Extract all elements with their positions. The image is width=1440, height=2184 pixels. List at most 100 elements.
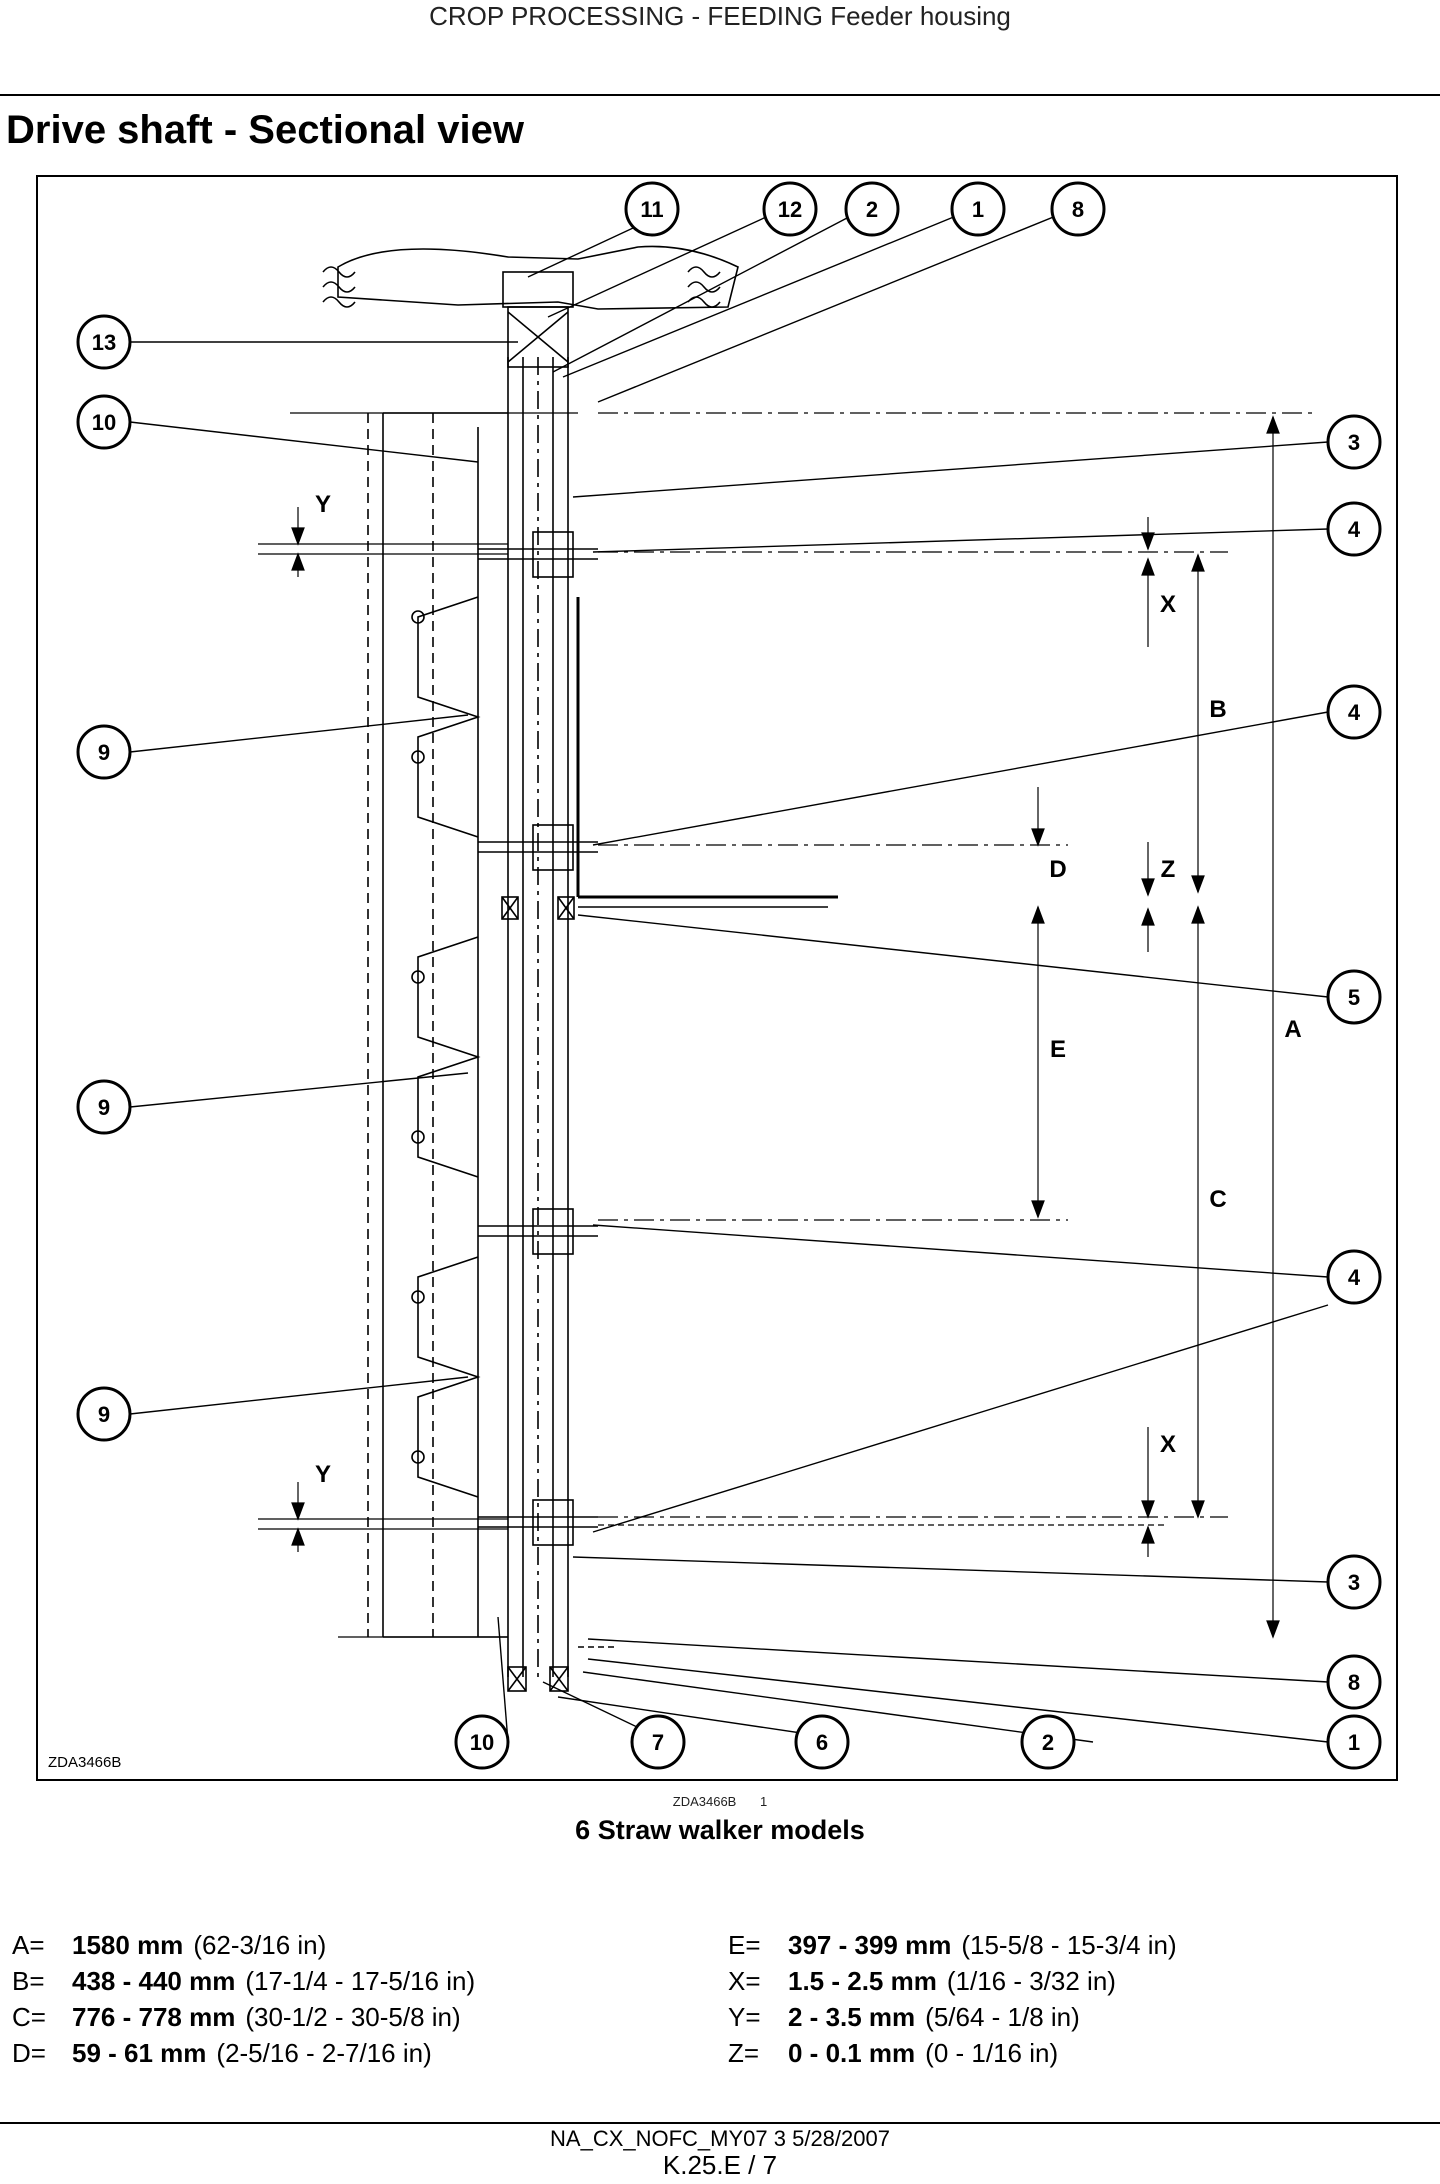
spec-row: D= 59 - 61 mm (2-5/16 - 2-7/16 in)	[12, 2035, 475, 2071]
spec-key: X=	[728, 1966, 761, 1996]
svg-text:1: 1	[972, 197, 984, 222]
callout-4-second: 4	[1326, 684, 1382, 740]
dim-label-Y-bottom: Y	[315, 1461, 331, 1488]
spec-note: (2-5/16 - 2-7/16 in)	[216, 2038, 432, 2068]
callout-5: 5	[1326, 969, 1382, 1025]
spec-value: 776 - 778 mm	[72, 2002, 236, 2032]
svg-text:9: 9	[98, 1402, 110, 1427]
svg-text:3: 3	[1348, 1570, 1360, 1595]
dim-label-X-top: X	[1160, 591, 1176, 618]
spec-row: E= 397 - 399 mm (15-5/8 - 15-3/4 in)	[728, 1927, 1177, 1963]
spec-row: Z= 0 - 0.1 mm (0 - 1/16 in)	[728, 2035, 1177, 2071]
spec-row: X=1.5 - 2.5 mm(1/16 - 3/32 in)	[728, 1963, 1177, 1999]
callout-13: 13	[76, 314, 132, 370]
figure-reference-inner: ZDA3466B	[48, 1754, 122, 1771]
flange-2	[478, 824, 598, 871]
dimension-A	[598, 412, 1318, 1639]
callout-11-top: 11	[624, 181, 680, 237]
dimension-E	[598, 937, 1068, 1221]
dimension-B	[598, 551, 1228, 894]
spec-key: B=	[12, 1966, 45, 1996]
callout-4-third: 4	[1326, 1249, 1382, 1305]
callout-7: 7	[630, 1714, 686, 1770]
spec-row: Y=2 - 3.5 mm(5/64 - 1/8 in)	[728, 1999, 1177, 2035]
header-rule	[0, 94, 1440, 96]
bottom-bearing-left	[507, 1666, 527, 1692]
spec-value: 438 - 440 mm	[72, 1966, 236, 1996]
callout-8-top: 8	[1050, 181, 1106, 237]
spec-list-left: A=1580 mm(62-3/16 in) B=438 - 440 mm(17-…	[12, 1927, 475, 2071]
figure-caption: 6 Straw walker models	[575, 1815, 865, 1845]
dimension-X-bottom	[598, 1427, 1168, 1557]
spec-key: E=	[728, 1930, 761, 1960]
top-housing	[337, 245, 739, 310]
dim-label-D: D	[1049, 856, 1066, 883]
dimension-X-top	[1141, 517, 1155, 647]
svg-text:10: 10	[470, 1730, 494, 1755]
figure-reference-code: ZDA3466B	[672, 1794, 737, 1809]
spec-note: (0 - 1/16 in)	[925, 2038, 1059, 2068]
callout-4-first: 4	[1326, 501, 1382, 557]
spec-key: A=	[12, 1930, 45, 1960]
spec-key: C=	[12, 2002, 46, 2032]
callout-8-bottom: 8	[1326, 1654, 1382, 1710]
svg-text:10: 10	[92, 410, 116, 435]
svg-text:8: 8	[1348, 1670, 1360, 1695]
svg-text:3: 3	[1348, 430, 1360, 455]
leader-lines	[129, 206, 1329, 1743]
flange-1	[478, 531, 598, 578]
top-housing-waves-right	[687, 266, 721, 308]
spec-key: D=	[12, 2038, 46, 2068]
callout-2-bottom: 2	[1020, 1714, 1076, 1770]
spec-value: 59 - 61 mm	[72, 2038, 207, 2068]
spec-note: (5/64 - 1/8 in)	[925, 2002, 1080, 2032]
figure-number: 1	[759, 1794, 768, 1809]
crank-zigzag-3	[417, 1256, 481, 1498]
drive-shaft-drawing: 11 12 2 1 8 13 10 9 9 9 3 4 4 5 4 3 8 1 …	[76, 181, 1382, 1770]
spec-value: 397 - 399 mm	[788, 1930, 952, 1960]
svg-text:1: 1	[1348, 1730, 1360, 1755]
dimension-letters: A B C D E X X Y Y Z	[315, 491, 1302, 1488]
dim-label-X-bottom: X	[1160, 1431, 1176, 1458]
svg-text:7: 7	[652, 1730, 664, 1755]
spec-note: (15-5/8 - 15-3/4 in)	[961, 1930, 1177, 1960]
svg-text:6: 6	[816, 1730, 828, 1755]
svg-text:11: 11	[640, 197, 663, 222]
dim-label-E: E	[1050, 1036, 1066, 1063]
spec-note: (62-3/16 in)	[193, 1930, 327, 1960]
svg-text:13: 13	[92, 330, 116, 355]
svg-text:9: 9	[98, 740, 110, 765]
flange-4	[478, 1499, 598, 1546]
spec-value: 0 - 0.1 mm	[788, 2038, 916, 2068]
page-title: Drive shaft - Sectional view	[6, 108, 524, 152]
callout-9-middle: 9	[76, 1079, 132, 1135]
flange-3	[478, 1208, 598, 1255]
spec-key: Z=	[728, 2038, 760, 2068]
figure-reference: ZDA3466B 1	[0, 1794, 1440, 1809]
svg-text:4: 4	[1348, 1265, 1361, 1290]
sectional-view-figure: 11 12 2 1 8 13 10 9 9 9 3 4 4 5 4 3 8 1 …	[36, 175, 1398, 1781]
bottom-bearing-right	[549, 1666, 569, 1692]
svg-text:2: 2	[866, 197, 878, 222]
callout-12-top: 12	[762, 181, 818, 237]
dimension-C	[598, 905, 1228, 1519]
spec-note: (1/16 - 3/32 in)	[946, 1966, 1116, 1996]
svg-text:5: 5	[1348, 985, 1360, 1010]
callout-9-upper: 9	[76, 724, 132, 780]
callout-3-bottom: 3	[1326, 1554, 1382, 1610]
callout-bubbles: 11 12 2 1 8 13 10 9 9 9 3 4 4 5 4 3 8 1 …	[76, 181, 1382, 1770]
dimension-Y-top	[258, 507, 508, 577]
crank-zigzag-2	[417, 936, 481, 1178]
callout-1-bottom: 1	[1326, 1714, 1382, 1770]
mid-bearing-left	[501, 896, 519, 920]
svg-text:12: 12	[778, 197, 802, 222]
dim-label-A: A	[1284, 1016, 1301, 1043]
callout-2-top: 2	[844, 181, 900, 237]
spec-key: Y=	[728, 2002, 761, 2032]
callout-10-bottom: 10	[454, 1714, 510, 1770]
dimension-Y-bottom	[258, 1482, 508, 1552]
callout-6: 6	[794, 1714, 850, 1770]
dim-label-C: C	[1209, 1186, 1226, 1213]
spec-value: 1580 mm	[72, 1930, 184, 1960]
document-id: NA_CX_NOFC_MY07 3 5/28/2007	[550, 2126, 890, 2151]
